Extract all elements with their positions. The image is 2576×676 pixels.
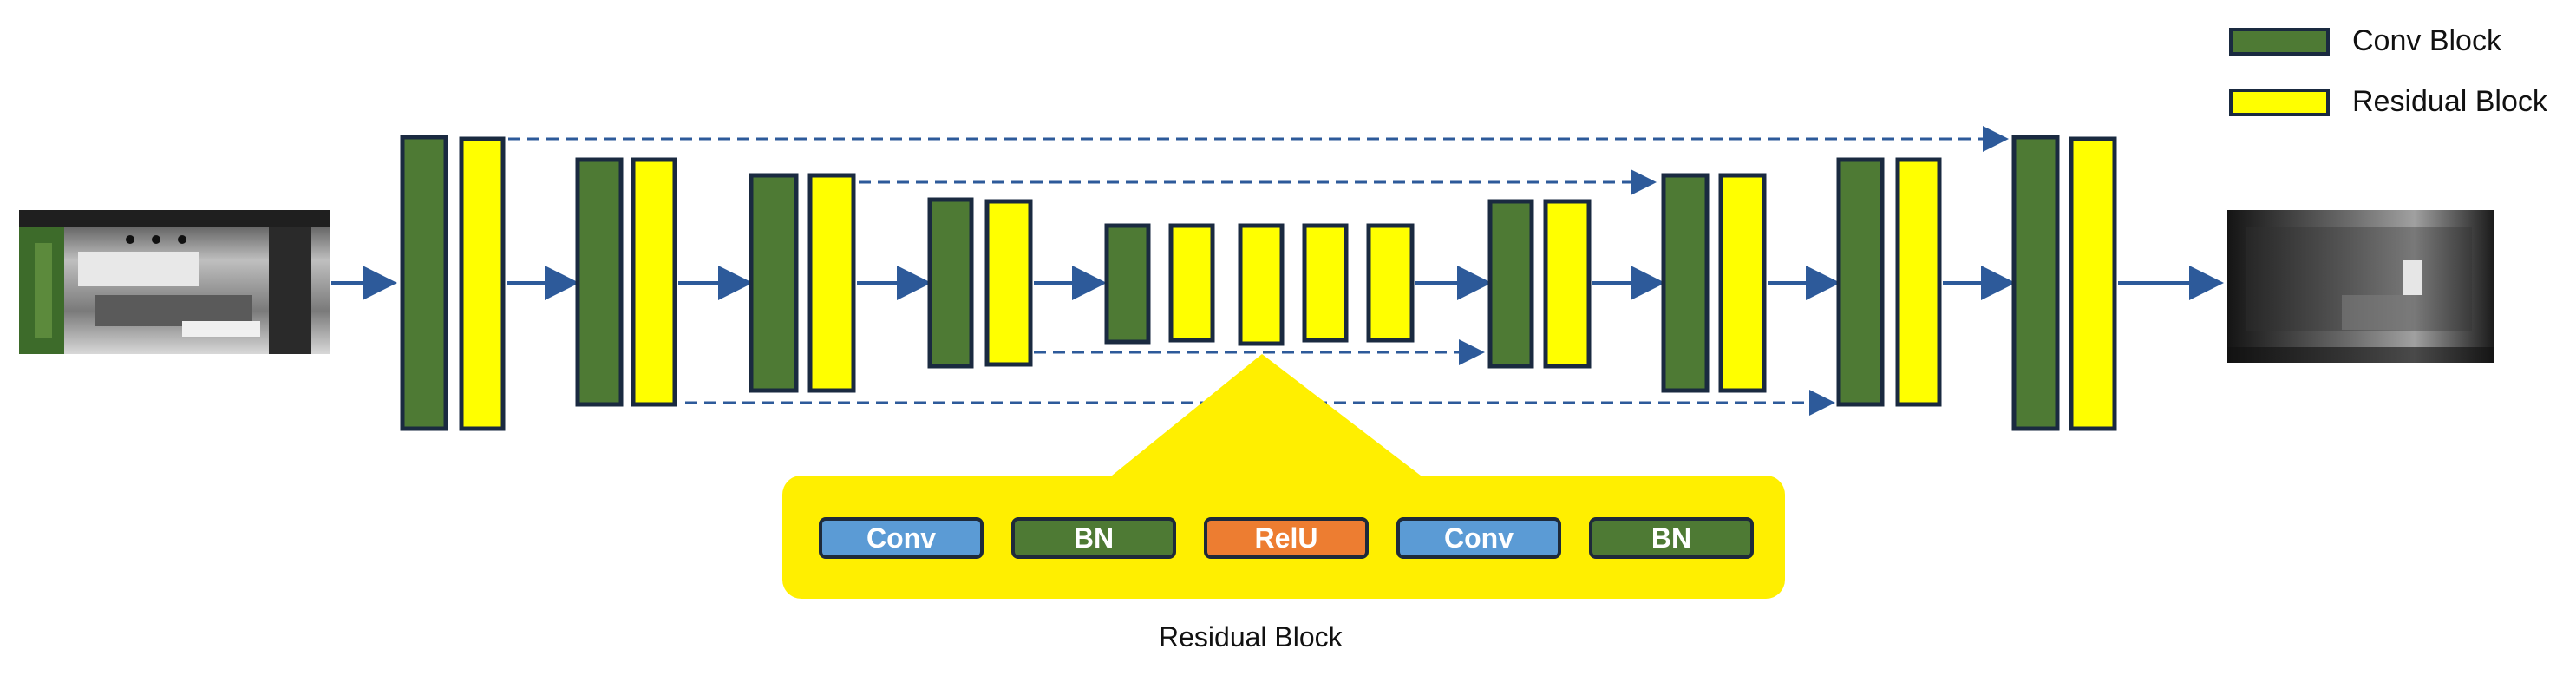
residual-block-21 [2069, 136, 2117, 431]
network-blocks [400, 135, 2117, 431]
residual-block-11 [1238, 223, 1285, 346]
conv-block-3 [575, 157, 624, 407]
conv-block-1 [400, 135, 448, 431]
legend-conv-swatch [2229, 27, 2330, 56]
conv-block-9 [1104, 223, 1151, 345]
conv-block-5 [749, 173, 799, 393]
conv-block-14 [1487, 199, 1534, 369]
conv-block-20 [2011, 135, 2060, 431]
legend-residual-swatch [2229, 88, 2330, 116]
residual-block-12 [1302, 223, 1349, 343]
residual-op-relu-3: RelU [1204, 517, 1369, 559]
legend-conv: Conv Block [2229, 24, 2501, 58]
residual-op-bn-2: BN [1011, 517, 1176, 559]
residual-op-bn-5: BN [1589, 517, 1754, 559]
residual-block-8 [984, 199, 1033, 367]
residual-block-title: Residual Block [1159, 621, 1343, 653]
residual-block-19 [1895, 157, 1942, 407]
residual-block-2 [459, 136, 506, 431]
conv-block-18 [1836, 157, 1885, 407]
residual-op-conv-1: Conv [819, 517, 984, 559]
residual-op-conv-4: Conv [1396, 517, 1561, 559]
residual-block-17 [1718, 173, 1767, 393]
legend-residual-label: Residual Block [2352, 85, 2547, 118]
conv-block-16 [1661, 173, 1710, 393]
residual-block-10 [1168, 223, 1215, 343]
residual-detail-callout [782, 354, 1785, 599]
input-room-photo [19, 210, 330, 354]
residual-block-6 [807, 173, 856, 393]
conv-block-7 [927, 197, 974, 369]
residual-block-4 [631, 157, 677, 407]
output-depth-map [2227, 210, 2494, 363]
residual-block-13 [1366, 223, 1415, 343]
legend-conv-label: Conv Block [2352, 24, 2501, 57]
legend-residual: Residual Block [2229, 85, 2547, 119]
residual-block-15 [1543, 199, 1592, 369]
